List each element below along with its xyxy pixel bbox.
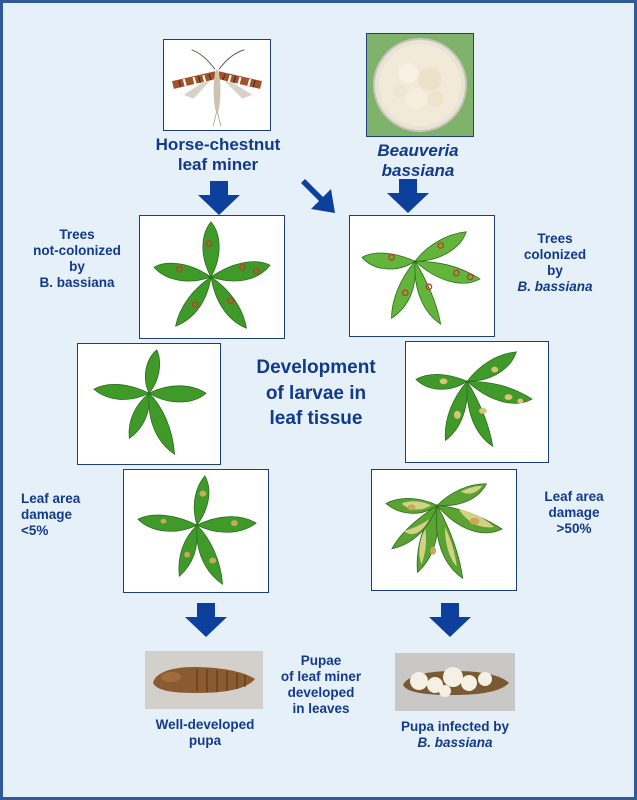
- fungus-title-line2: bassiana: [381, 161, 455, 181]
- horse-chestnut-leaf-photo: [372, 470, 516, 590]
- pupa-photo-box-healthy: [145, 651, 263, 709]
- pupa-photo: [395, 653, 515, 711]
- pupa-infected-caption: Pupa infected by B. bassiana: [385, 719, 525, 751]
- horse-chestnut-leaf-photo: [350, 216, 494, 336]
- pupa-photo: [145, 651, 263, 709]
- horse-chestnut-leaf-photo: [140, 216, 284, 338]
- arrow-down-icon: [185, 603, 227, 637]
- development-label: Development of larvae in leaf tissue: [256, 357, 376, 430]
- arrow-down-icon: [387, 179, 429, 213]
- trees-colonized-label-line2: B. bassiana: [517, 278, 593, 294]
- petri-dish-fungus-photo: [367, 34, 473, 136]
- trees-colonized-label: Trees colonized by B. bassiana: [505, 231, 605, 295]
- pupae-label: Pupae of leaf miner developed in leaves: [280, 653, 362, 716]
- horse-chestnut-leaf-photo: [78, 344, 220, 464]
- fungus-title: Beauveria bassiana: [343, 141, 493, 181]
- moth-photo: [164, 40, 270, 130]
- horse-chestnut-leaf-photo: [124, 470, 268, 592]
- leaf-photo-box-low-damage: [123, 469, 269, 593]
- leaf-photo-box-colonized: [349, 215, 495, 337]
- pupa-photo-box-infected: [395, 653, 515, 711]
- horse-chestnut-leaf-photo: [406, 342, 548, 462]
- leaf-photo-box-right-mid: [405, 341, 549, 463]
- leaf-photo-box-left-mid: [77, 343, 221, 465]
- pupa-infected-caption-line2: B. bassiana: [417, 734, 493, 750]
- arrow-down-icon: [429, 603, 471, 637]
- moth-photo-box: [163, 39, 271, 131]
- leaf-photo-box-high-damage: [371, 469, 517, 591]
- trees-colonized-label-line1: Trees colonized by: [523, 231, 587, 278]
- damage-low-label: Leaf area damage <5%: [21, 491, 81, 538]
- fungus-title-line1: Beauveria: [377, 141, 459, 160]
- fungus-photo-box: [366, 33, 474, 137]
- leaf-photo-box-healthy: [139, 215, 285, 339]
- damage-high-label: Leaf area damage >50%: [544, 489, 604, 536]
- trees-not-colonized-label: Trees not-colonized by B. bassiana: [33, 227, 121, 290]
- arrow-down-icon: [198, 181, 240, 215]
- moth-title: Horse-chestnut leaf miner: [155, 135, 281, 175]
- arrow-diagonal-icon: [301, 179, 337, 215]
- pupa-healthy-caption: Well-developed pupa: [155, 717, 255, 748]
- pupa-infected-caption-line1: Pupa infected by: [400, 719, 510, 734]
